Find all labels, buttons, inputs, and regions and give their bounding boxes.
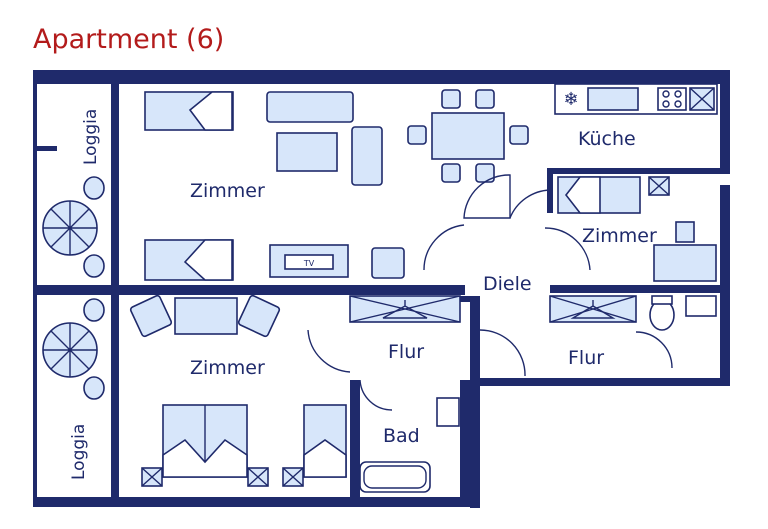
loggia-bottom-label: Loggia [69,424,89,480]
kueche: ❄ Küche [407,83,718,183]
zimmer-bottom-left-label: Zimmer [190,357,265,379]
outer-wall-top [33,70,730,84]
bad-left-wall [350,380,360,507]
zimmer-right-top-wall [547,168,730,174]
chair-icon [407,125,427,145]
chair-icon [475,163,495,183]
dining-table [431,112,505,160]
bed-blanket [188,91,233,131]
stove-icon [657,87,687,111]
flur-left: Flur [307,295,461,411]
bed-blanket [303,439,347,478]
loggia-top-wall [37,146,57,151]
bed-blanket [183,239,233,281]
zimmer-bottom-left: Zimmer [129,294,347,487]
chair-icon [475,89,495,109]
outer-wall-right-upper [720,70,730,170]
bad-label: Bad [383,425,420,447]
loggia-top-label: Loggia [81,109,101,165]
parasol-spokes [43,323,97,377]
walls [33,70,730,508]
table-icon [276,132,338,172]
zimmer-right-label: Zimmer [582,225,657,247]
desk-icon [653,244,717,282]
sink-icon [436,397,460,427]
chair-icon [83,376,105,400]
armchair-icon [371,247,405,279]
tv-label: TV [303,259,315,268]
middle-wall [37,285,465,295]
zimmer-top-left: TV Zimmer [144,91,405,281]
chair-icon [83,254,105,278]
chair-icon [441,89,461,109]
sofa-icon [266,91,354,123]
bathtub-icon [359,461,431,493]
table-icon [174,297,238,335]
loggia-top: Loggia [42,109,105,278]
bad-right-wall [460,380,470,507]
hanger-icon [570,300,616,319]
outer-wall-step [470,296,480,508]
page-title: Apartment (6) [33,24,225,55]
sink-icon [587,87,639,111]
flur-left-label: Flur [388,341,424,363]
hanger-icon [382,300,428,319]
armchair-icon [237,294,281,338]
flur-right: Flur [479,295,717,377]
outer-wall-left [33,84,37,507]
flur-right-top-wall [550,285,730,293]
diele-label: Diele [483,273,532,295]
chair-icon [675,221,695,243]
outer-wall-bottom [33,497,480,507]
bad: Bad [359,397,460,493]
diele: Diele [423,174,591,295]
chair-icon [509,125,529,145]
kueche-label: Küche [578,128,636,150]
sink-icon [685,295,717,317]
tv-icon [284,254,334,270]
chair-icon [441,163,461,183]
zimmer-top-left-label: Zimmer [190,180,265,202]
chair-icon [83,176,105,200]
flur-right-label: Flur [568,347,604,369]
armchair-icon [351,126,383,186]
bed-blanket [564,176,601,214]
parasol-spokes [43,201,97,255]
outer-wall-bottom-right [478,378,730,386]
snowflake-icon: ❄ [563,89,578,109]
loggia-bottom: Loggia [42,298,105,480]
zimmer-right: Zimmer [557,176,717,282]
bed-blanket [162,438,248,478]
armchair-icon [129,294,173,338]
chair-icon [83,298,105,322]
